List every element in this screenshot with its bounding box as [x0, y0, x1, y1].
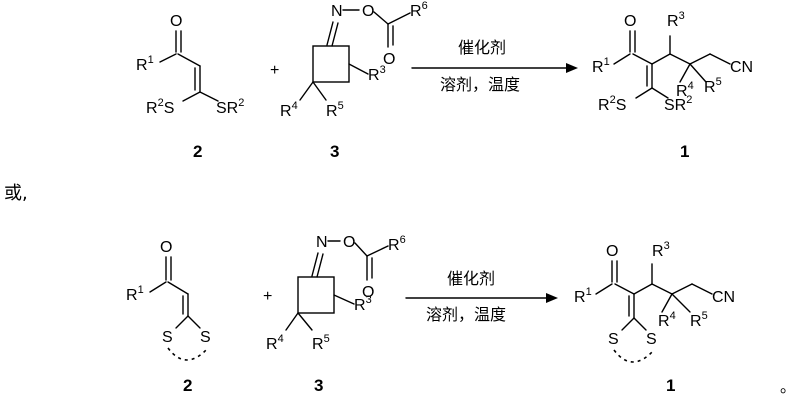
- r4-group: R4: [676, 80, 694, 100]
- compound-3: N O O R6 R3 R4 R5 3: [266, 234, 406, 395]
- atom-oxygen: O: [624, 13, 636, 30]
- compound-number-2: 2: [183, 376, 192, 395]
- reaction-arrow-2: 催化剂 溶剂，温度: [405, 269, 558, 324]
- atom-oxygen: O: [160, 239, 172, 256]
- r4-group: R4: [266, 333, 284, 353]
- r4-group: R4: [280, 100, 298, 120]
- sr2-right: SR2: [216, 97, 244, 117]
- separator-text: 或,: [4, 183, 28, 204]
- atom-oxygen: O: [170, 13, 182, 30]
- sr2-left: R2S: [146, 97, 174, 117]
- atom-nitrogen: N: [316, 234, 328, 251]
- compound-number-1: 1: [680, 142, 689, 161]
- nitrile-group: CN: [730, 59, 753, 76]
- solvent-temperature-label: 溶剂，温度: [440, 75, 520, 94]
- r3-group: R3: [667, 10, 685, 30]
- sr2-left: R2S: [598, 94, 626, 114]
- r4-group: R4: [658, 310, 676, 330]
- atom-sulfur-right: S: [200, 329, 211, 346]
- compound-number-3: 3: [314, 376, 323, 395]
- atom-sulfur-left: S: [162, 329, 173, 346]
- catalyst-label: 催化剂: [447, 269, 495, 288]
- reaction-1: O R1 R2S SR2 2 + N O O R6: [136, 0, 753, 161]
- atom-oxygen: O: [606, 243, 618, 260]
- r5-group: R5: [312, 333, 330, 353]
- r3-group: R3: [652, 240, 670, 260]
- compound-number-1: 1: [666, 376, 675, 395]
- reaction-2: O R1 S S 2 + N O O R6: [126, 234, 735, 395]
- atom-oxygen-ester: O: [343, 234, 355, 251]
- r1-group: R1: [126, 284, 144, 304]
- solvent-temperature-label: 溶剂，温度: [426, 305, 506, 324]
- r3-group: R3: [354, 294, 372, 314]
- end-period: 。: [780, 377, 796, 396]
- compound-2-acyclic: O R1 R2S SR2 2: [136, 13, 244, 161]
- nitrile-group: CN: [712, 289, 735, 306]
- r1-group: R1: [136, 54, 154, 74]
- product-1-cyclic: O R1 R3 CN R4 R5 S S 1: [574, 240, 735, 395]
- reaction-arrow-1: 催化剂 溶剂，温度: [411, 38, 578, 94]
- atom-oxygen-carbonyl: O: [362, 284, 374, 301]
- plus-sign: +: [270, 62, 279, 79]
- r1-group: R1: [592, 56, 610, 76]
- product-1-acyclic: O R1 R3 CN R4 R5 R2S SR2 1: [592, 10, 753, 161]
- r1-group: R1: [574, 286, 592, 306]
- atom-oxygen-carbonyl: O: [383, 51, 395, 68]
- atom-sulfur-left: S: [608, 331, 619, 348]
- atom-sulfur-right: S: [646, 331, 657, 348]
- sr2-right: SR2: [664, 94, 692, 114]
- compound-3: N O O R6 R3 R4 R5 3: [280, 0, 428, 161]
- r5-group: R5: [704, 76, 722, 96]
- r6-group: R6: [410, 0, 428, 20]
- r5-group: R5: [690, 310, 708, 330]
- plus-sign: +: [263, 288, 272, 305]
- catalyst-label: 催化剂: [458, 38, 506, 57]
- r5-group: R5: [326, 100, 344, 120]
- compound-2-cyclic: O R1 S S 2: [126, 239, 211, 395]
- r3-group: R3: [368, 64, 386, 84]
- compound-number-2: 2: [193, 142, 202, 161]
- compound-number-3: 3: [330, 142, 339, 161]
- atom-nitrogen: N: [331, 3, 343, 20]
- atom-oxygen-ester: O: [362, 3, 374, 20]
- r6-group: R6: [388, 234, 406, 254]
